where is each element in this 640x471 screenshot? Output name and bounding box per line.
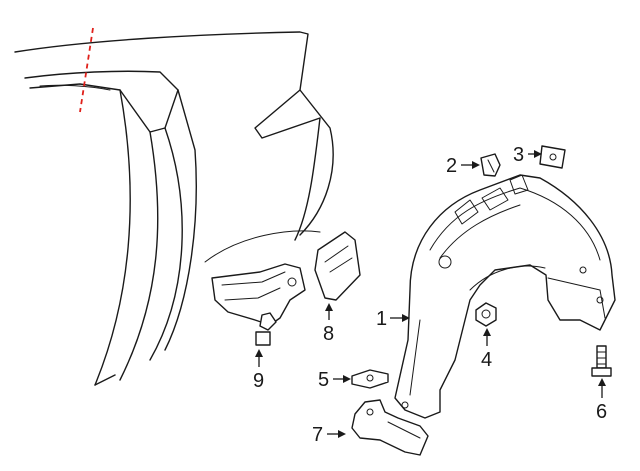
callout-8: 8 — [323, 303, 334, 345]
callout-8-label: 8 — [323, 323, 334, 345]
bolt-part — [591, 345, 612, 377]
fuel-door-housing-part — [211, 263, 306, 346]
bracket-part — [351, 399, 429, 456]
inner-fender-liner-part — [394, 174, 616, 419]
callout-5: 5 — [318, 369, 351, 391]
fuel-door-part — [314, 231, 361, 301]
callout-6-label: 6 — [596, 401, 607, 423]
callout-3: 3 — [513, 144, 542, 166]
callout-4: 4 — [481, 328, 492, 371]
callout-4-label: 4 — [481, 349, 492, 371]
callout-1: 1 — [376, 308, 410, 330]
u-nut-5-part — [351, 369, 389, 389]
nut-part — [475, 302, 497, 327]
callout-6: 6 — [596, 378, 607, 423]
cut-line — [79, 27, 94, 113]
callout-5-label: 5 — [318, 369, 329, 391]
quarter-panel — [14, 31, 334, 386]
u-nut-part — [539, 145, 566, 169]
callout-7: 7 — [312, 424, 346, 446]
callout-7-label: 7 — [312, 424, 323, 446]
callout-3-label: 3 — [513, 144, 524, 166]
callout-2-label: 2 — [446, 155, 457, 177]
clip-part — [480, 153, 501, 177]
callout-1-label: 1 — [376, 308, 387, 330]
callout-9: 9 — [253, 349, 264, 392]
callout-2: 2 — [446, 155, 480, 177]
callout-9-label: 9 — [253, 370, 264, 392]
